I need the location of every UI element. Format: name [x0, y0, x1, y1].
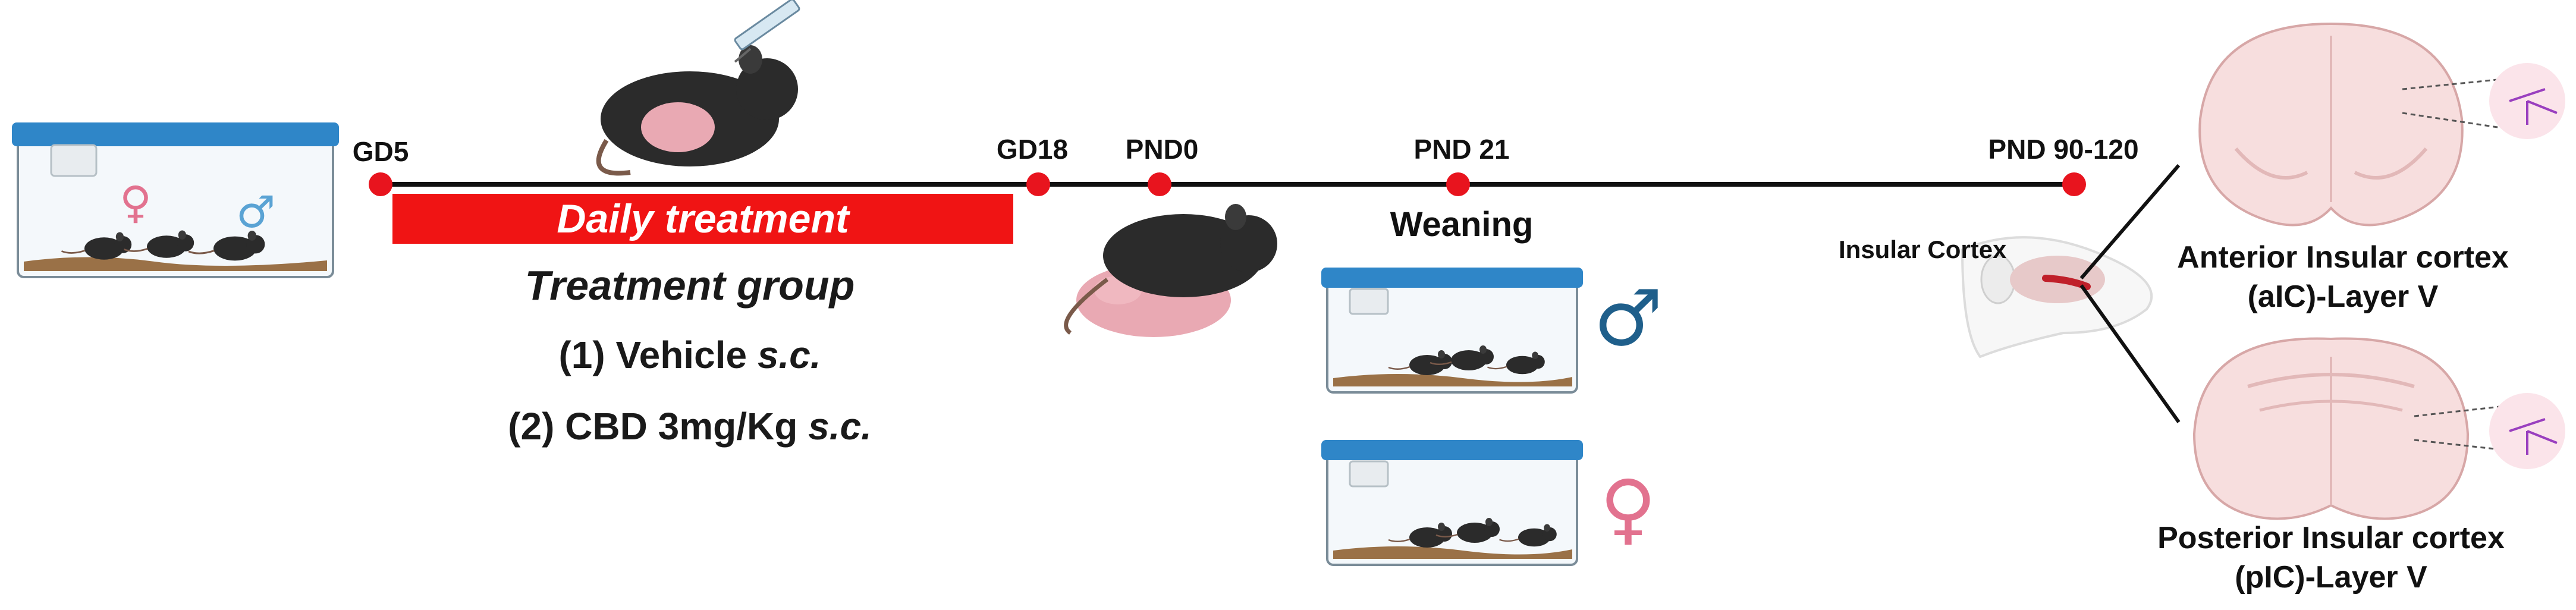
injected-pregnant-mouse-illustration [596, 0, 800, 176]
region-layer: (aIC)-Layer V [2247, 279, 2439, 314]
timeline-dot-pnd90-120 [2062, 172, 2086, 196]
treatment-route: s.c. [757, 334, 821, 376]
insular-cortex-label: Insular Cortex [1839, 235, 2007, 263]
female-offspring-cage-illustration [1321, 440, 1583, 566]
timeline-dot-gd18 [1026, 172, 1050, 196]
female-symbol-icon: ♀ [1600, 463, 1656, 554]
region-name: Posterior Insular cortex [2157, 521, 2505, 555]
anterior-brain-section-illustration [2198, 22, 2565, 227]
treatment-item-vehicle: (1) Vehicle s.c. [558, 333, 821, 377]
timepoint-label-pnd90-120: PND 90-120 [1988, 134, 2139, 165]
daily-treatment-banner: Daily treatment [392, 194, 1013, 244]
timeline-dot-pnd0 [1148, 172, 1171, 196]
weaning-label: Weaning [1390, 205, 1534, 244]
dam-with-pups-illustration [1064, 204, 1277, 337]
timepoint-label-gd5: GD5 [352, 136, 409, 167]
male-symbol-icon: ♂ [236, 187, 275, 238]
anterior-region-label: Anterior Insular cortex (aIC)-Layer V [2177, 238, 2509, 316]
timepoint-label-gd18: GD18 [996, 134, 1069, 165]
timeline-dot-gd5 [369, 172, 392, 196]
timepoint-label-pnd0: PND0 [1125, 134, 1199, 165]
posterior-region-label: Posterior Insular cortex (pIC)-Layer V [2157, 518, 2505, 597]
brain-location-illustration [1961, 236, 2153, 359]
treatment-item-cbd: (2) CBD 3mg/Kg s.c. [508, 404, 872, 448]
timeline-dot-pnd21 [1446, 172, 1470, 196]
connector-line [2079, 164, 2181, 279]
posterior-brain-section-illustration [2192, 337, 2565, 520]
female-symbol-icon: ♀ [120, 177, 152, 228]
male-offspring-cage-illustration [1321, 268, 1583, 394]
breeding-cage-illustration [12, 122, 339, 278]
region-layer: (pIC)-Layer V [2235, 560, 2427, 595]
timepoint-label-pnd21: PND 21 [1413, 134, 1510, 165]
region-name: Anterior Insular cortex [2177, 240, 2509, 275]
treatment-item-label: (2) CBD 3mg/Kg [508, 405, 809, 448]
treatment-group-title: Treatment group [524, 262, 855, 309]
male-symbol-icon: ♂ [1594, 273, 1663, 363]
connector-line [2079, 284, 2181, 423]
treatment-route: s.c. [808, 405, 872, 448]
treatment-item-label: (1) Vehicle [558, 334, 758, 376]
